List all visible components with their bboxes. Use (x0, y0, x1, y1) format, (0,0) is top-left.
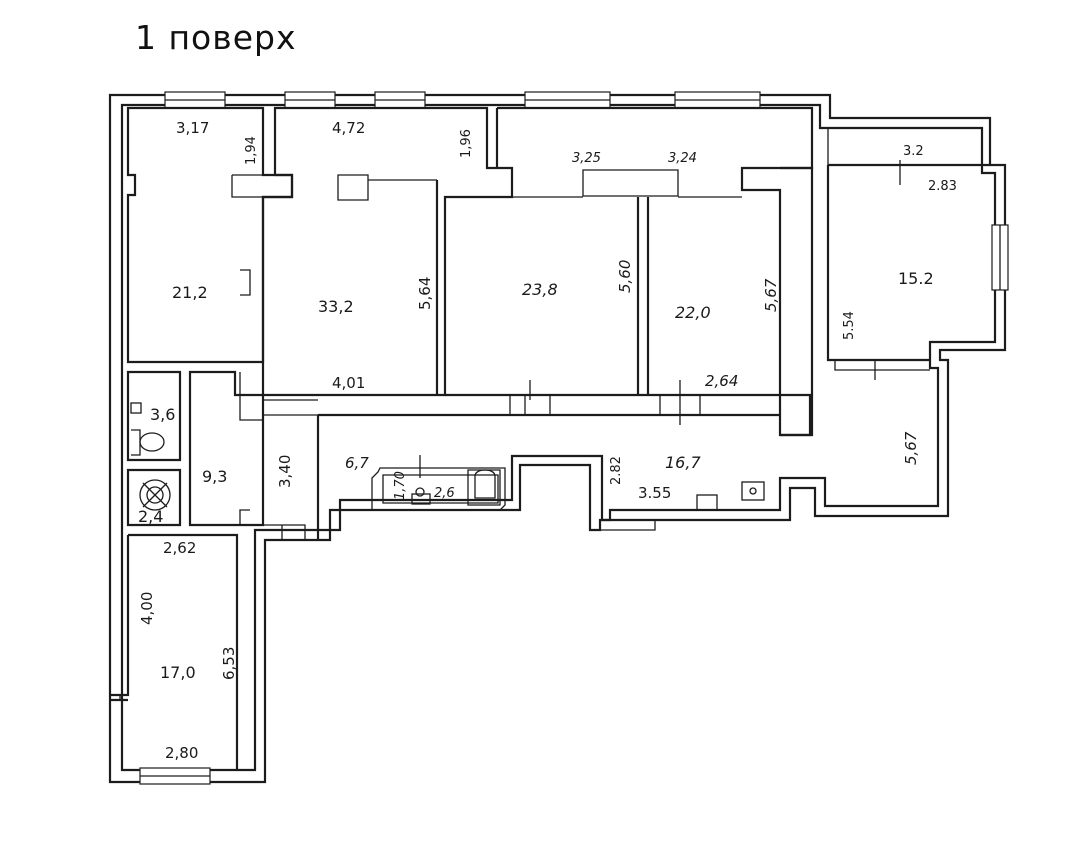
room1-width-label: 3,17 (176, 119, 209, 137)
boiler-icon (139, 479, 171, 511)
windows (139, 91, 1009, 785)
room1-area-label: 21,2 (172, 283, 208, 302)
hall-length-label: 3,40 (276, 455, 294, 488)
room3-width-label: 3,25 (572, 151, 601, 166)
room2-length-label: 5,64 (416, 277, 434, 310)
room3-area-label: 23,8 (522, 280, 558, 299)
bath-area-label: 6,7 (345, 454, 369, 472)
room6-width-label: 2,62 (163, 539, 196, 557)
room-labels: 3,17 1,94 21,2 4,72 1,96 33,2 5,64 4,01 … (138, 119, 957, 762)
kitchen-fixtures (600, 481, 765, 531)
room5-top-label: 3.2 (903, 144, 924, 159)
room1-depth-label: 1,94 (244, 136, 259, 165)
room6-length-label: 6,53 (220, 647, 238, 680)
room5-width-label: 2.83 (928, 179, 957, 194)
room5-length-label: 5.54 (842, 311, 857, 340)
page-title: 1 поверх (135, 18, 297, 57)
room4-bottom-label: 2,64 (705, 372, 738, 390)
corridor-width-label: 2.82 (609, 456, 624, 485)
shower-area-label: 2,6 (434, 486, 455, 501)
room6-area-label: 17,0 (160, 663, 196, 682)
room5-area-label: 15.2 (898, 269, 934, 288)
wc-fixtures (130, 402, 165, 456)
corridor-right-label: 5,67 (902, 431, 920, 465)
boiler-area-label: 2,4 (138, 507, 163, 526)
corridor-area-label: 16,7 (665, 453, 701, 472)
hall-area-label: 9,3 (202, 467, 227, 486)
room3-length-label: 5,60 (616, 260, 634, 293)
wc-area-label: 3,6 (150, 405, 175, 424)
room6-bottom-label: 2,80 (165, 744, 198, 762)
room2-width-label: 4,72 (332, 119, 365, 137)
bath-dim-label: 1,70 (393, 471, 408, 500)
interior-walls (110, 106, 990, 770)
bathroom-fixtures (371, 455, 506, 511)
corridor-length-label: 3.55 (638, 484, 671, 502)
room4-area-label: 22,0 (675, 303, 711, 322)
room2-bottom-label: 4,01 (332, 374, 365, 392)
room2-depth-label: 1,96 (459, 129, 474, 158)
outer-walls (108, 93, 1007, 784)
room6-depth-label: 4,00 (138, 592, 156, 625)
room2-area-label: 33,2 (318, 297, 354, 316)
room4-width-label: 3,24 (668, 151, 697, 166)
room4-length-label: 5,67 (762, 278, 780, 312)
